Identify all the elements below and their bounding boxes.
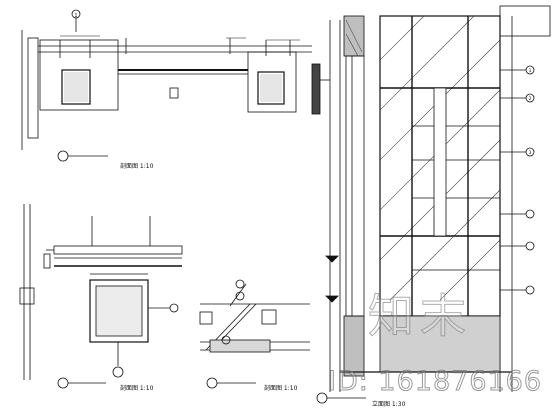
section-detail-middle	[19, 204, 183, 389]
section-detail-bottom	[199, 279, 310, 389]
callout-label-1: 1	[529, 68, 532, 74]
plan-caption-1: 剖面图 1:10	[120, 162, 154, 170]
callout-label-2: 2	[529, 96, 532, 102]
section-marker-label: 1	[74, 13, 77, 19]
callout-label-3: 3	[529, 150, 532, 156]
section-detail-top	[21, 9, 321, 162]
plan-caption-2: 剖面图 1:10	[120, 384, 154, 392]
elevation-caption: 立面图 1:30	[372, 400, 406, 408]
plan-caption-3: 剖面图 1:10	[264, 384, 298, 392]
elevation-view	[316, 5, 551, 404]
